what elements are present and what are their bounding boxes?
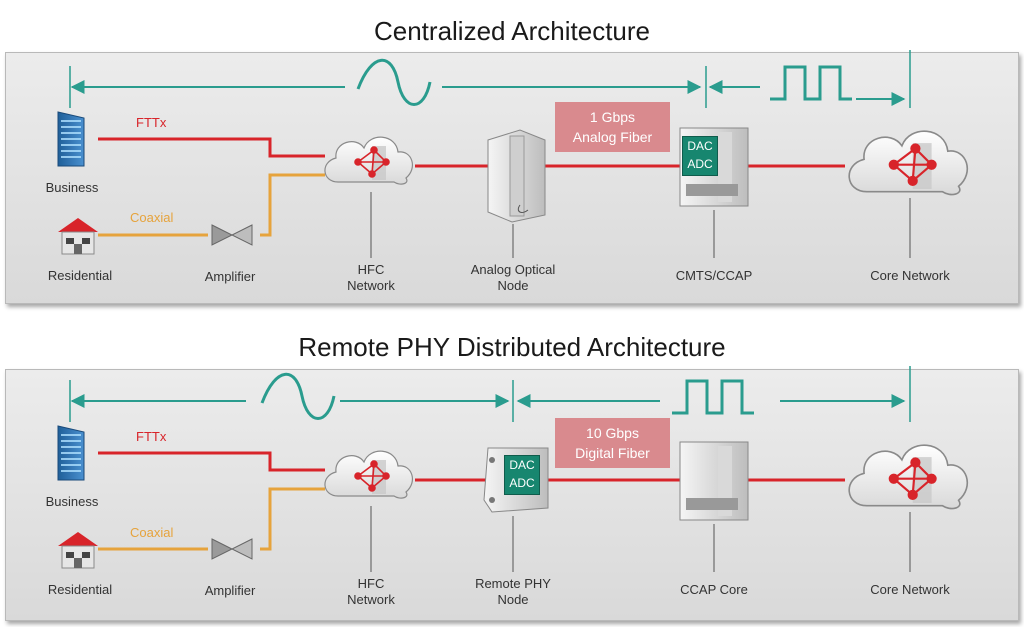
core-network-cloud-icon bbox=[848, 130, 969, 196]
hfc-label-line2: Network bbox=[347, 592, 395, 607]
node-label-line1: Remote PHY bbox=[475, 576, 551, 591]
dac-label: DAC bbox=[687, 139, 713, 153]
residential-label: Residential bbox=[47, 582, 113, 597]
business-label: Business bbox=[45, 180, 99, 195]
amplifier-icon bbox=[211, 224, 253, 246]
fiber-speed: 1 Gbps bbox=[589, 109, 636, 125]
residential-house-icon bbox=[57, 217, 99, 255]
hfc-label-line1: HFC bbox=[357, 262, 385, 277]
dac-adc-badge: DAC ADC bbox=[682, 136, 718, 176]
node-label-line1: Analog Optical bbox=[470, 262, 556, 277]
ccap-core-device-icon bbox=[679, 441, 749, 521]
cmts-label: CMTS/CCAP bbox=[675, 268, 753, 283]
core-network-label: Core Network bbox=[870, 268, 950, 283]
analog-optical-node-icon bbox=[487, 129, 546, 223]
distributed-title: Remote PHY Distributed Architecture bbox=[298, 332, 726, 362]
fiber-type: Digital Fiber bbox=[575, 445, 650, 461]
coaxial-label: Coaxial bbox=[130, 210, 174, 225]
ccap-core-label: CCAP Core bbox=[680, 582, 748, 597]
business-building-icon bbox=[57, 111, 85, 167]
digital-wave-icon bbox=[672, 379, 754, 415]
analog-wave-icon bbox=[356, 58, 432, 106]
dac-label: DAC bbox=[509, 458, 535, 472]
centralized-diagram bbox=[57, 50, 969, 258]
digital-fiber-box: 10 Gbps Digital Fiber bbox=[555, 418, 670, 468]
hfc-network-label: HFC Network bbox=[321, 576, 421, 608]
dac-adc-badge: DAC ADC bbox=[504, 455, 540, 495]
fiber-speed: 10 Gbps bbox=[586, 425, 639, 441]
node-label-line2: Node bbox=[497, 592, 529, 607]
analog-node-label: Analog Optical Node bbox=[450, 262, 576, 294]
amplifier-label: Amplifier bbox=[204, 583, 256, 598]
analog-wave-icon bbox=[260, 372, 336, 420]
node-label-line2: Node bbox=[497, 278, 529, 293]
digital-wave-icon bbox=[770, 65, 852, 101]
amplifier-label: Amplifier bbox=[204, 269, 256, 284]
hfc-label-line1: HFC bbox=[357, 576, 385, 591]
core-network-cloud-icon bbox=[848, 444, 969, 510]
hfc-network-cloud-icon bbox=[324, 450, 414, 499]
amplifier-icon bbox=[211, 538, 253, 560]
remote-phy-node-label: Remote PHY Node bbox=[450, 576, 576, 608]
coaxial-label: Coaxial bbox=[130, 525, 174, 540]
residential-house-icon bbox=[57, 531, 99, 569]
fttx-label: FTTx bbox=[136, 115, 167, 130]
adc-label: ADC bbox=[509, 476, 535, 490]
hfc-label-line2: Network bbox=[347, 278, 395, 293]
analog-fiber-box: 1 Gbps Analog Fiber bbox=[555, 102, 670, 152]
hfc-network-label: HFC Network bbox=[321, 262, 421, 294]
centralized-title: Centralized Architecture bbox=[373, 16, 651, 46]
adc-label: ADC bbox=[687, 157, 713, 171]
fiber-type: Analog Fiber bbox=[572, 129, 653, 145]
hfc-network-cloud-icon bbox=[324, 136, 414, 185]
business-label: Business bbox=[45, 494, 99, 509]
core-network-label: Core Network bbox=[870, 582, 950, 597]
residential-label: Residential bbox=[47, 268, 113, 283]
business-building-icon bbox=[57, 425, 85, 481]
fttx-label: FTTx bbox=[136, 429, 167, 444]
